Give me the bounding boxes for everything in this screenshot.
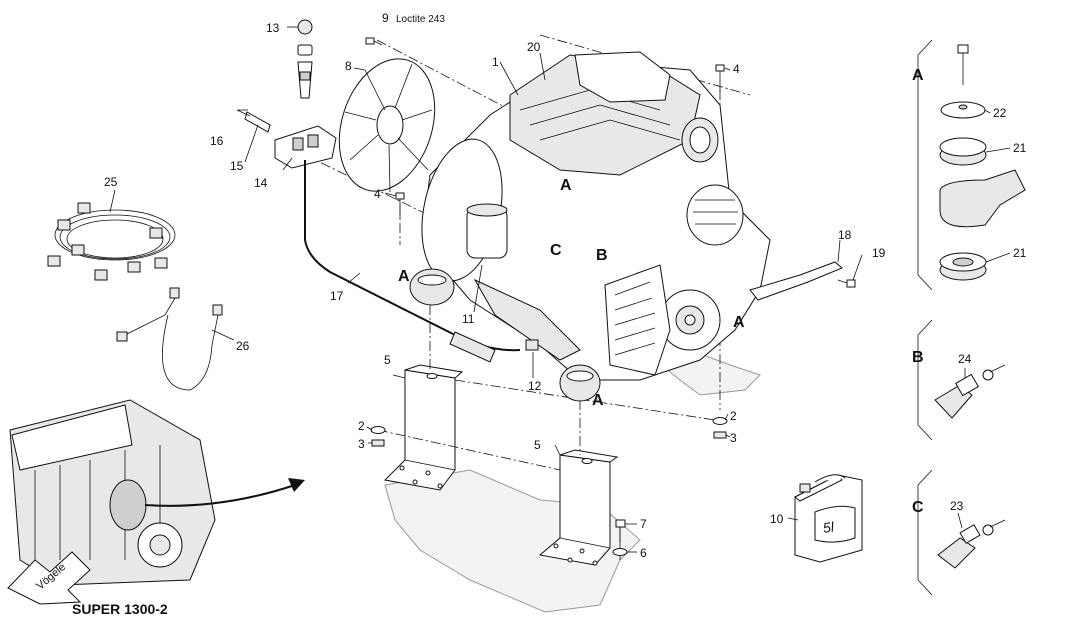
bolt-19	[837, 279, 856, 288]
section-label-a-panel: A	[912, 67, 924, 84]
callout-19: 19	[872, 246, 886, 260]
callout-22: 22	[993, 106, 1007, 120]
sensor-holder-group	[236, 19, 337, 169]
detail-panel-a	[917, 39, 1026, 291]
callout-3-left: 3	[358, 437, 365, 451]
section-label-b-panel: B	[912, 349, 924, 366]
paver-machine-thumbnail	[9, 399, 216, 586]
section-label-a-pulley: A	[733, 314, 745, 331]
callout-23: 23	[950, 499, 964, 513]
callout-14: 14	[254, 176, 268, 190]
callout-17: 17	[330, 289, 344, 303]
callout-11: 11	[462, 312, 475, 326]
oil-canister	[794, 474, 863, 563]
section-label-a-engine: A	[560, 177, 572, 194]
callout-leaders	[109, 26, 1011, 553]
callout-5-right: 5	[534, 438, 541, 452]
callout-numbers: 13 9 Loctite 243 8 20 1 4 16 15 14 4 25 …	[104, 11, 1027, 560]
callout-21-top: 21	[1013, 141, 1027, 155]
support-arm	[749, 261, 843, 301]
section-label-c-panel: C	[912, 499, 924, 516]
bolt-4-left	[395, 192, 405, 218]
callout-9: 9	[382, 11, 389, 25]
engine-mount-right	[559, 364, 601, 402]
callout-4-top: 4	[733, 62, 740, 76]
section-label-c-engine: C	[550, 242, 562, 259]
washer-nut-left	[370, 426, 386, 447]
canister-volume-label: 5l	[822, 518, 836, 535]
callout-6: 6	[640, 546, 647, 560]
pipe-fitting	[525, 339, 539, 351]
mounting-bracket-left	[383, 364, 464, 491]
section-letters: A B C A A A A B C	[398, 67, 924, 516]
callout-10: 10	[770, 512, 784, 526]
washer-6	[612, 548, 628, 556]
callout-13: 13	[266, 21, 280, 35]
location-arrow	[144, 484, 296, 507]
callout-7: 7	[640, 517, 647, 531]
mounting-bracket-right	[538, 449, 619, 566]
callout-21-bottom: 21	[1013, 246, 1027, 260]
detail-panel-b	[917, 319, 1006, 441]
callout-5-left: 5	[384, 353, 391, 367]
engine-block	[421, 51, 771, 381]
callout-25: 25	[104, 175, 118, 189]
callout-15: 15	[230, 159, 244, 173]
detail-panel-c	[917, 469, 1006, 596]
sensor-cable	[304, 160, 521, 352]
flywheel-cover	[338, 58, 436, 193]
model-name: SUPER 1300-2	[72, 601, 168, 617]
callout-2-left: 2	[358, 419, 365, 433]
bolt-7	[615, 519, 626, 542]
callout-16: 16	[210, 134, 224, 148]
callout-2-right: 2	[730, 409, 737, 423]
loctite-note: Loctite 243	[396, 14, 445, 25]
callout-20: 20	[527, 40, 541, 54]
callout-1: 1	[492, 55, 499, 69]
cable-connector	[449, 331, 496, 363]
callout-4-left: 4	[374, 187, 381, 201]
section-label-a-mount-left: A	[398, 268, 410, 285]
engine-mount-left	[409, 268, 455, 306]
section-label-b-engine: B	[596, 247, 608, 264]
callout-26: 26	[236, 339, 250, 353]
wiring-harness-26	[116, 287, 223, 391]
callout-3-right: 3	[730, 431, 737, 445]
callout-24: 24	[958, 352, 972, 366]
section-label-a-mount-right: A	[592, 392, 604, 409]
location-arrow-head	[288, 478, 305, 492]
callout-8: 8	[345, 59, 352, 73]
washer-nut-right	[712, 417, 728, 439]
bolt-4-top	[715, 64, 725, 92]
wiring-harness-25	[47, 202, 176, 281]
callout-12: 12	[528, 379, 542, 393]
bolt-9	[365, 37, 383, 46]
callout-18: 18	[838, 228, 852, 242]
